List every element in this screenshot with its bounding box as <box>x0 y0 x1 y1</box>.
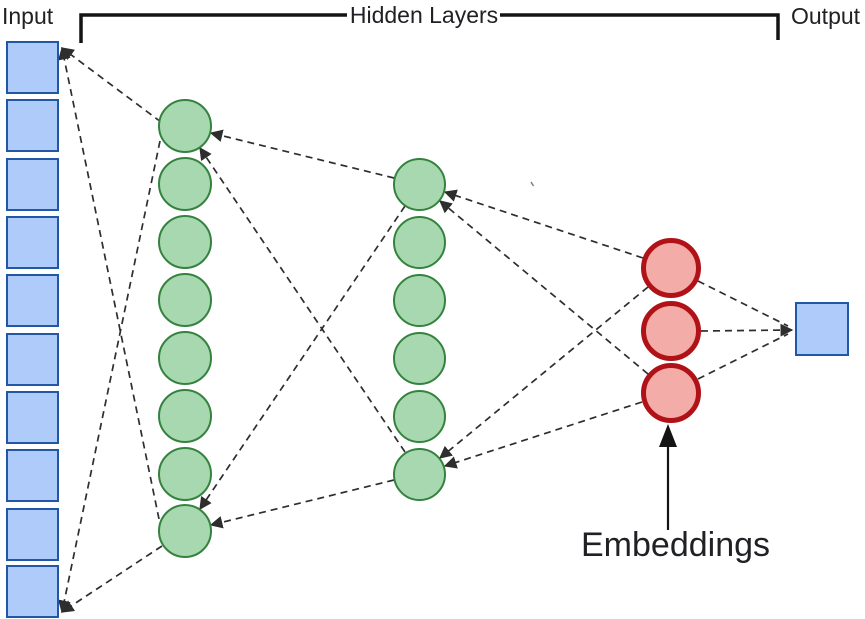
input-node <box>6 158 59 211</box>
input-node <box>6 333 59 386</box>
connection-line <box>209 479 395 529</box>
hidden1-node <box>158 99 212 153</box>
hidden1-node <box>158 504 212 558</box>
connection-line <box>443 189 644 259</box>
hidden-layers-bracket <box>79 13 780 43</box>
hidden1-node <box>158 215 212 269</box>
hidden1-node <box>158 157 212 211</box>
connection-line <box>443 401 643 469</box>
hidden2-node <box>393 274 446 327</box>
embeddings-arrow <box>659 424 677 530</box>
connection-line <box>209 129 395 179</box>
embedding-node <box>641 363 701 423</box>
connection-line <box>60 545 163 613</box>
connection-line <box>700 323 794 337</box>
connection-line <box>697 280 789 327</box>
hidden-layers-label: Hidden Layers <box>349 2 499 28</box>
connection-line <box>60 47 162 123</box>
input-node <box>6 216 59 269</box>
stray-mark <box>530 181 535 187</box>
hidden2-node <box>393 390 446 443</box>
input-node <box>6 391 59 444</box>
connection-line <box>58 140 161 614</box>
connection-line <box>439 286 649 459</box>
embedding-node <box>641 238 701 298</box>
connection-line <box>439 200 649 375</box>
hidden2-node <box>393 216 446 269</box>
embedding-node <box>641 301 701 361</box>
connection-line <box>199 205 406 511</box>
input-node <box>6 449 59 502</box>
input-node <box>6 41 59 94</box>
output-node <box>795 302 849 356</box>
hidden2-node <box>393 332 446 385</box>
input-node <box>6 508 59 561</box>
hidden2-node <box>393 158 446 211</box>
hidden1-node <box>158 273 212 327</box>
hidden1-node <box>158 331 212 385</box>
connection-line <box>199 146 406 453</box>
input-node <box>6 274 59 327</box>
input-label: Input <box>2 3 54 29</box>
input-node <box>6 565 59 618</box>
connection-line <box>697 333 789 380</box>
output-label: Output <box>791 3 861 29</box>
connection-line <box>58 46 160 520</box>
embeddings-label: Embeddings <box>581 526 771 564</box>
hidden1-node <box>158 389 212 443</box>
hidden2-node <box>393 448 446 501</box>
hidden1-node <box>158 447 212 501</box>
input-node <box>6 99 59 152</box>
